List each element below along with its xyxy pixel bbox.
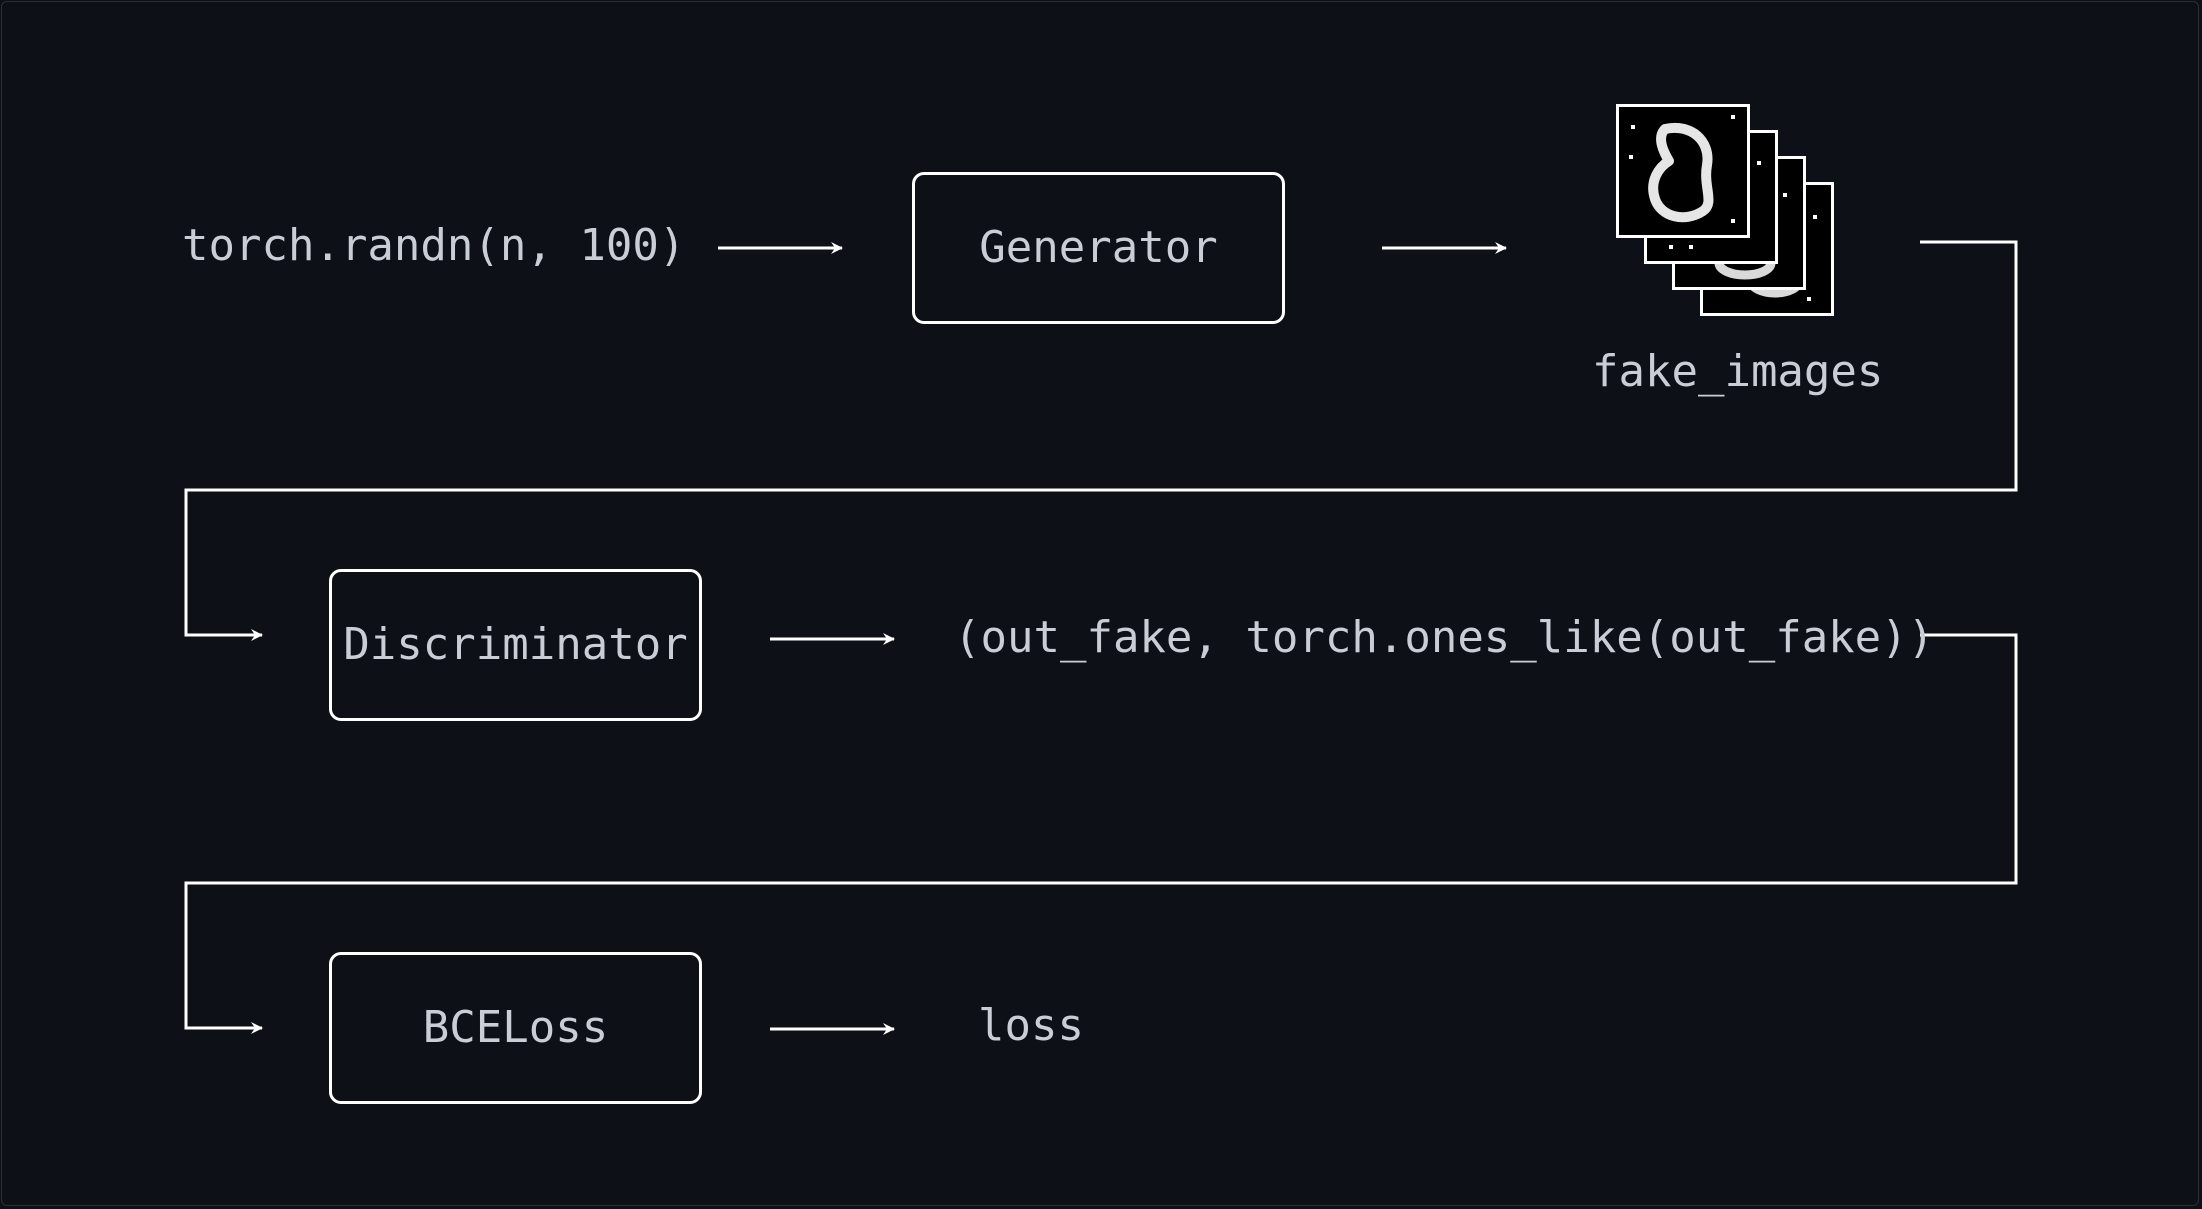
bceloss-box: BCELoss <box>329 952 702 1104</box>
fake-images-stack-icon <box>1616 104 1836 324</box>
generator-box: Generator <box>912 172 1285 324</box>
input-noise-label: torch.randn(n, 100) <box>182 220 686 271</box>
image-card-1 <box>1616 104 1750 238</box>
connector-images-to-discriminator <box>184 240 2018 641</box>
connector-args-to-bceloss <box>184 633 2018 1034</box>
fake-images-label: fake_images <box>1592 346 1884 397</box>
discriminator-label: Discriminator <box>343 619 688 670</box>
discriminator-box: Discriminator <box>329 569 702 721</box>
loss-args-label: (out_fake, torch.ones_like(out_fake)) <box>954 612 1935 663</box>
loss-output-label: loss <box>978 1000 1084 1051</box>
bceloss-label: BCELoss <box>422 1002 609 1053</box>
generator-label: Generator <box>979 222 1218 273</box>
